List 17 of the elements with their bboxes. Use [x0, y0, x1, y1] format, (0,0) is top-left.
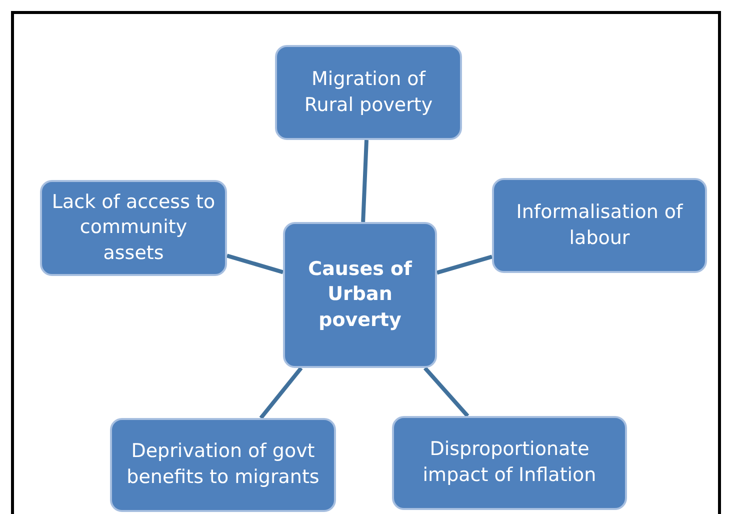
box-label: Informalisation of labour: [515, 200, 684, 250]
box-label: Lack of access to community assets: [50, 190, 216, 266]
box-label: Causes of Urban poverty: [307, 256, 413, 333]
cause-box: [492, 178, 707, 273]
connector-line: [259, 366, 303, 420]
cause-box: [40, 180, 227, 276]
box-label: Deprivation of govt benefits to migrants: [126, 439, 320, 490]
connector-line: [436, 254, 493, 275]
box-label: Migration of Rural poverty: [303, 66, 434, 118]
central-topic-box: [283, 222, 437, 368]
connector-line: [423, 366, 470, 418]
cause-box: [392, 416, 627, 510]
cause-box: [110, 418, 336, 512]
connector-line: [226, 254, 284, 274]
connector-line: [361, 140, 368, 222]
box-label: Disproportionate impact of Inflation: [422, 437, 598, 488]
cause-box: [275, 45, 462, 140]
